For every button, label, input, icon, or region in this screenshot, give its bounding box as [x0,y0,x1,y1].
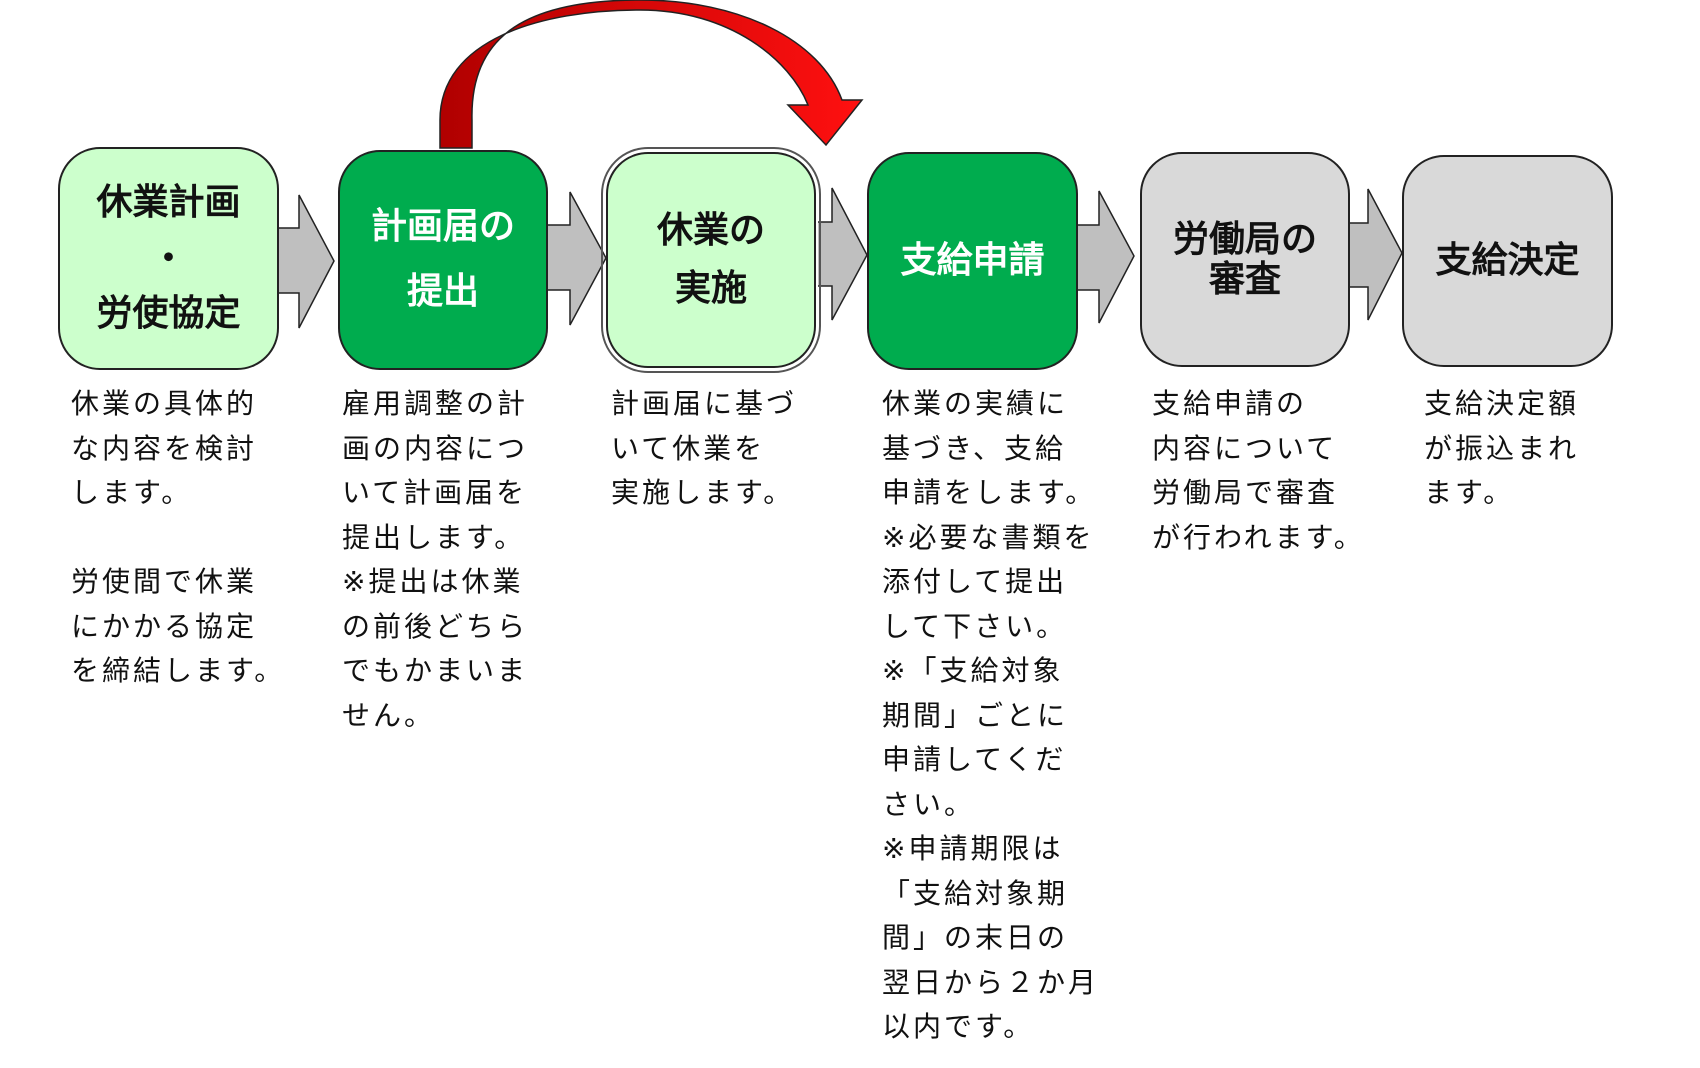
process-arrow-1 [279,194,335,329]
description-line: 雇用調整の計 [342,387,529,420]
step-description-plan-agreement: 休業の具体的な内容を検討します。労使間で休業にかかる協定を締結します。 [71,382,285,694]
step-box-labor-bureau-review: 労働局の審査 [1140,152,1350,367]
process-arrow-5 [1350,188,1403,321]
description-line: 計画届に基づ [611,387,798,420]
description-line: ※必要な書類を [882,520,1095,554]
step-box-plan-submission: 計画届の提出 [338,150,548,370]
step-box-payment-decision: 支給決定 [1402,155,1613,367]
skip-arrow-red [439,0,864,149]
description-line: さい。 [882,787,976,821]
step-title-line: 提出 [406,271,479,312]
description-line: ます。 [1424,476,1515,509]
process-arrow-3 [818,187,868,321]
step-title-line: 休業の [656,210,765,252]
description-line: 添付して提出 [882,565,1068,598]
description-line: 内容について [1152,431,1338,465]
description-line: 翌日から２か月 [882,965,1100,999]
description-line: 以内です。 [882,1010,1035,1043]
description-line: 間」の末日の [882,921,1069,954]
step-box-payment-application: 支給申請 [867,152,1078,370]
description-line [71,516,285,561]
step-title-line: 支給決定 [1435,240,1580,282]
description-line: 画の内容につ [342,431,529,465]
step-description-leave-implementation: 計画届に基づいて休業を実施します。 [611,382,797,516]
description-line: にかかる協定 [71,609,258,643]
description-line: せん。 [342,698,436,732]
description-line: を締結します。 [71,654,286,687]
step-description-labor-bureau-review: 支給申請の内容について労働局で審査が行われます。 [1152,382,1365,560]
step-title-line: 休業計画 [96,181,241,223]
description-line: 労働局で審査 [1152,476,1339,509]
description-line: 申請をします。 [882,476,1097,509]
step-title-line: 労働局の [1172,218,1317,260]
description-line: の前後どちら [342,609,529,643]
step-title-line: 実施 [674,268,747,309]
description-line: いて計画届を [342,476,528,509]
description-line: が振込まれ [1424,431,1580,465]
step-title-line: 労使協定 [96,293,241,335]
step-box-plan-agreement: 休業計画・労使協定 [58,147,279,370]
description-line: 基づき、支給 [882,431,1067,465]
description-line: 休業の具体的 [71,387,258,420]
description-line: ※提出は休業 [342,565,524,598]
step-title-line: 支給申請 [900,240,1045,282]
description-line: 「支給対象期 [882,876,1069,910]
step-description-plan-submission: 雇用調整の計画の内容について計画届を提出します。 ※提出は休業の前後どちらでもかま… [342,382,528,738]
step-title-line: 計画届の [370,206,515,248]
step-description-payment-application: 休業の実績に基づき、支給申請をします。 ※必要な書類を添付して提出して下さい。 ※「… [882,382,1099,1050]
step-box-leave-implementation: 休業の実施 [601,147,821,373]
description-line: でもかまいま [342,654,529,687]
description-line: 期間」ごとに [882,698,1069,732]
step-title-line: 審査 [1208,258,1281,300]
description-line: ※申請期限は [882,832,1064,865]
description-line: 支給決定額 [1424,387,1580,420]
process-arrow-4 [1078,190,1135,324]
description-line: ※「支給対象 [882,654,1064,687]
description-line: 労使間で休業 [71,565,258,598]
description-line: します。 [71,476,193,509]
step-description-payment-decision: 支給決定額が振込まれます。 [1424,382,1579,516]
process-arrow-2 [548,191,607,326]
description-line: 提出します。 [342,520,526,554]
description-line: 休業の実績に [882,387,1069,420]
description-line: して下さい。 [882,609,1068,643]
description-line: いて休業を [611,431,766,465]
step-title-line: ・ [150,237,187,279]
description-line: 支給申請の [1152,387,1308,420]
description-line: な内容を検討 [71,431,258,465]
description-line: が行われます。 [1152,520,1365,554]
description-line: 実施します。 [611,476,795,509]
description-line: 申請してくだ [882,743,1067,776]
